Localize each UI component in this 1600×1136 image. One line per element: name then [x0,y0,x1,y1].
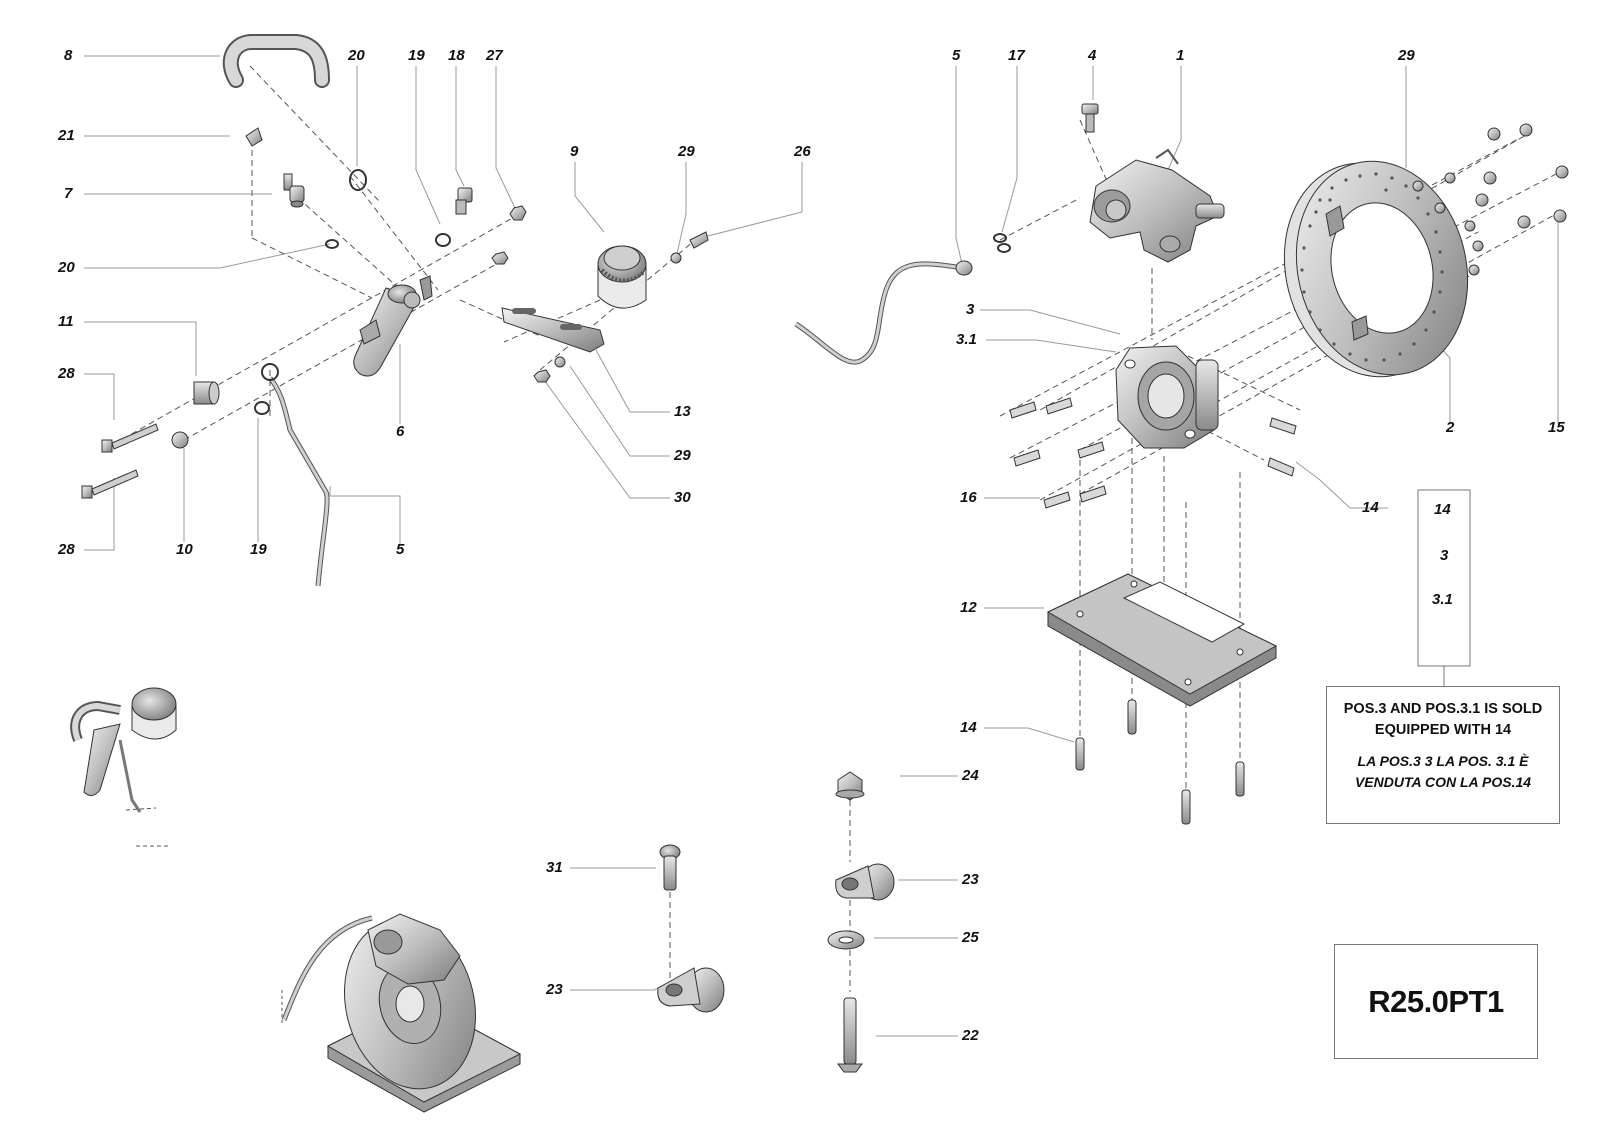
note-italian-line-2: VENDUTA CON LA POS.14 [1354,774,1532,790]
bracket-part [501,307,605,353]
bleeder-part [1081,103,1099,133]
screw-part [689,231,709,249]
long-bolt [81,423,159,499]
callout-27: 27 [486,47,503,64]
callout-9: 9 [570,143,579,160]
nut-part [509,205,527,221]
callout-24: 24 [962,767,979,784]
cap-part [245,127,263,147]
washer-part [997,243,1011,253]
callout-30: 30 [674,489,691,506]
callout-3: 3 [966,301,975,318]
callout-5: 5 [952,47,961,64]
kit-item-14: 14 [1434,501,1451,518]
callout-26: 26 [794,143,811,160]
callout-1: 1 [1176,47,1185,64]
callout-21: 21 [58,127,75,144]
callout-19: 19 [250,541,267,558]
banjo-bolt [455,187,473,215]
callout-31: 31 [546,859,563,876]
breather-hose [222,34,330,88]
flange-nut [835,771,865,801]
hub-carrier [1115,345,1219,449]
callout-5: 5 [396,541,405,558]
leader-lines [84,55,1559,1037]
callout-3-1: 3.1 [956,331,977,348]
master-cylinder [353,275,433,377]
callout-17: 17 [1008,47,1025,64]
nut-part [533,369,551,383]
callout-28: 28 [58,365,75,382]
drawing-code: R25.0PT1 [1368,983,1504,1019]
note-english-line-2: EQUIPPED WITH 14 [1374,722,1512,738]
clip-part [349,169,367,191]
callout-16: 16 [960,489,977,506]
washer-part [670,252,682,264]
callout-18: 18 [448,47,465,64]
fluid-reservoir [597,245,647,309]
washer-part [435,233,451,247]
callout-29: 29 [1398,47,1415,64]
callout-7: 7 [64,185,73,202]
washer-part [993,233,1007,243]
washer-part [171,431,189,449]
callout-19: 19 [408,47,425,64]
callout-20: 20 [58,259,75,276]
callout-8: 8 [64,47,73,64]
callout-6: 6 [396,423,405,440]
callout-4: 4 [1088,47,1097,64]
p-clamp [657,967,725,1013]
sales-note-box: POS.3 AND POS.3.1 IS SOLD EQUIPPED WITH … [1326,686,1560,824]
disc-nuts [1412,123,1569,276]
drawing-code-box: R25.0PT1 [1334,944,1538,1059]
nut-part [491,251,509,265]
plate-bolts [1075,699,1245,825]
washer-part [554,356,566,368]
callout-14: 14 [1362,499,1379,516]
callout-23: 23 [546,981,563,998]
note-italian-line-1: LA POS.3 3 LA POS. 3.1 È [1357,753,1529,769]
washer-part [254,401,270,415]
spacer-part [193,381,220,405]
callout-29: 29 [678,143,695,160]
clip-part [325,239,339,249]
callout-20: 20 [348,47,365,64]
countersunk-screw [837,997,863,1073]
callout-25: 25 [962,929,979,946]
callout-2: 2 [1446,419,1455,436]
assembly-thumbnail-left [70,687,177,847]
callout-13: 13 [674,403,691,420]
callout-29: 29 [674,447,691,464]
brake-line-right [794,261,963,365]
kit-item-3-1: 3.1 [1432,591,1453,608]
callout-11: 11 [58,313,74,330]
callout-15: 15 [1548,419,1565,436]
callout-28: 28 [58,541,75,558]
button-screw [659,844,681,891]
callout-14: 14 [960,719,977,736]
callout-23: 23 [962,871,979,888]
mounting-plate [1046,573,1278,707]
kit-list-box [1417,489,1471,667]
callout-10: 10 [176,541,193,558]
hub-bolts [1009,397,1297,509]
kit-item-3: 3 [1440,547,1449,564]
assembly-thumbnail-bottom [281,913,522,1113]
brake-caliper [1089,148,1225,263]
disc-holes [1300,172,1444,362]
note-english-line-1: POS.3 AND POS.3.1 IS SOLD [1343,701,1543,717]
brake-disc [1283,160,1469,378]
callout-12: 12 [960,599,977,616]
p-clamp [835,863,895,901]
fitting-part [283,173,305,208]
callout-22: 22 [962,1027,979,1044]
